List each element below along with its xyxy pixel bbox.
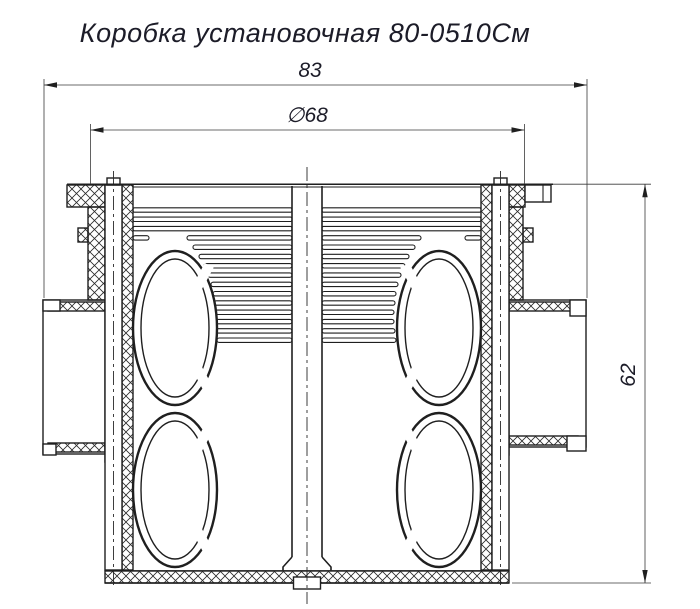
wall-left bbox=[66, 184, 134, 571]
knockout-upper-left bbox=[131, 249, 219, 407]
dim-arrow-right bbox=[574, 82, 587, 88]
latch-right bbox=[522, 227, 534, 243]
dim-arrow-left bbox=[90, 127, 104, 133]
knockout-upper-right bbox=[395, 249, 483, 407]
dim-width-83: 83 bbox=[43, 59, 588, 298]
flange-tab-right bbox=[524, 184, 552, 203]
drawing-title: Коробка установочная 80-0510См bbox=[80, 18, 531, 48]
knockout-lower-right bbox=[395, 411, 483, 569]
knockout-lower-left bbox=[131, 411, 219, 569]
latch-left bbox=[77, 227, 89, 243]
screw-channel-right bbox=[491, 171, 510, 588]
dim-arrow-top bbox=[642, 184, 648, 198]
dim-arrow-bottom bbox=[642, 570, 648, 583]
dim-diameter-label: ∅68 bbox=[286, 104, 328, 127]
dim-arrow-left bbox=[44, 82, 57, 88]
dim-height-62: 62 bbox=[512, 183, 651, 584]
flange-right bbox=[508, 184, 526, 208]
dim-diameter-68: ∅68 bbox=[90, 104, 525, 184]
screw-channel-left bbox=[104, 171, 123, 588]
dim-width-label: 83 bbox=[298, 59, 322, 82]
rim-top-edge bbox=[67, 183, 553, 188]
flange-left bbox=[66, 184, 106, 208]
dim-arrow-right bbox=[511, 127, 525, 133]
dim-height-label: 62 bbox=[617, 363, 640, 387]
connector-right bbox=[491, 299, 587, 456]
